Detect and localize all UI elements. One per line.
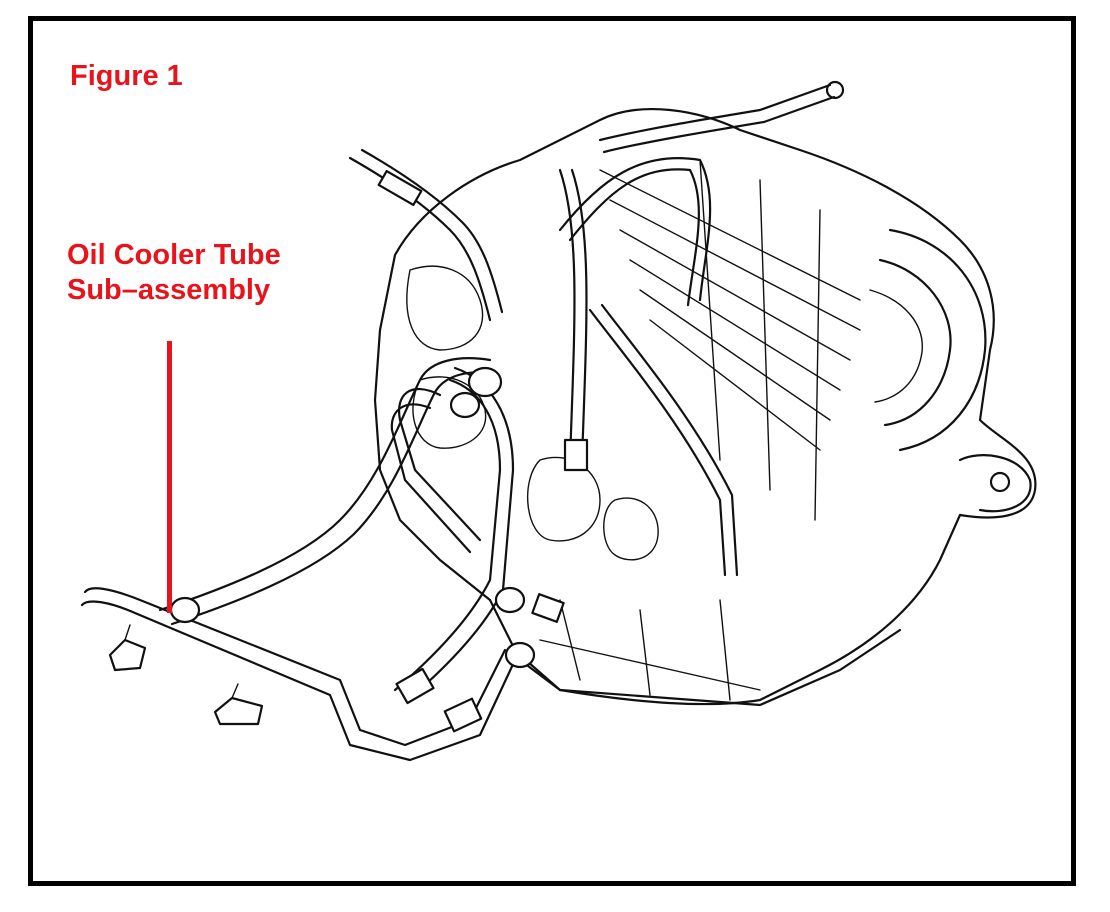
upper-tubes [348, 80, 845, 577]
figure-title: Figure 1 [70, 60, 183, 92]
callout-label: Oil Cooler Tube Sub–assembly [67, 238, 281, 308]
callout-leader-line [167, 341, 172, 613]
transmission-housing [373, 107, 1037, 707]
callout-label-line2: Sub–assembly [67, 274, 271, 306]
oil-cooler-tube [80, 357, 565, 762]
callout-label-line1: Oil Cooler Tube [67, 239, 281, 271]
